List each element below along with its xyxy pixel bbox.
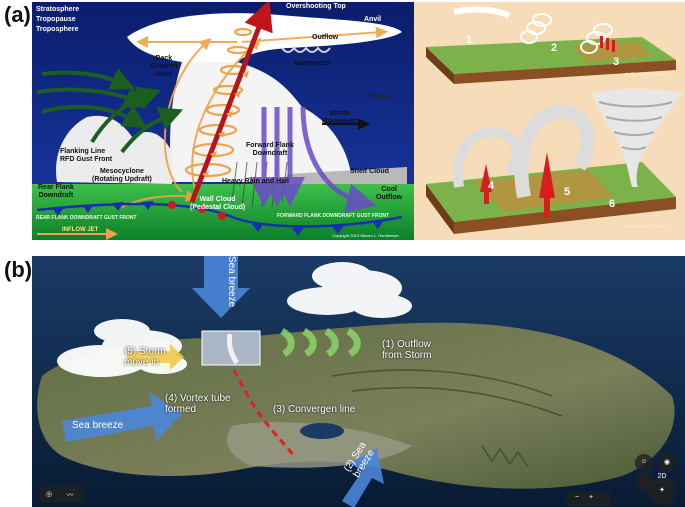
layer-troposphere: Troposphere — [36, 26, 79, 33]
stage-3-number: 3 — [613, 56, 620, 68]
label-anvil: Anvil — [364, 16, 382, 23]
supercell-illustration — [32, 2, 414, 240]
stage-5-number: 5 — [564, 186, 571, 198]
label-convergence-line: (3) Convergen line — [273, 404, 356, 415]
label-wall-cloud: Wall Cloud(Pedestal Cloud) — [190, 196, 246, 211]
map-compass-icon[interactable]: ✦ — [659, 487, 665, 494]
label-copyright: Copyright 2013 Steven L. Horstmeyer — [332, 233, 399, 238]
label-overshooting-top: Overshooting Top — [286, 3, 346, 10]
stage-4-number: 4 — [488, 180, 495, 192]
label-mesocyclone: Mesocyclone(Rotating Updraft) — [92, 168, 152, 183]
label-heavy-rain-hail: Heavy Rain and Hail — [222, 178, 289, 185]
tornado-stages-inset: 1 2 3 eloihzetfurling.com 4 5 6 eloihzet… — [414, 2, 685, 240]
label-inflow-jet: INFLOW JET — [62, 227, 99, 233]
map-2d-toggle[interactable]: 2D — [657, 473, 667, 480]
label-outflow: Outflow — [312, 34, 339, 41]
label-virga: VIRGA — [368, 94, 391, 101]
map-zoom-in-button[interactable]: + — [588, 494, 594, 501]
label-forward-flank-gust-front: FORWARD FLANK DOWNDRAFT GUST FRONT — [277, 213, 390, 219]
stage-6-number: 6 — [609, 198, 616, 210]
panel-a-label: (a) — [4, 2, 31, 27]
map-layers-icon[interactable]: ◎ — [45, 491, 53, 498]
tornado-stages-illustration — [426, 6, 682, 234]
label-shelf-cloud: Shelf Cloud — [350, 168, 389, 175]
label-rear-flank-gust-front: REAR FLANK DOWNDRAFT GUST FRONT — [36, 215, 137, 221]
layer-tropopause: Tropopause — [36, 16, 76, 23]
stage-1-number: 1 — [466, 34, 473, 46]
stage-2-number: 2 — [551, 42, 558, 54]
map-illustration — [32, 256, 685, 507]
layer-stratosphere: Stratosphere — [36, 6, 80, 13]
panel-b-label: (b) — [4, 257, 33, 282]
supercell-diagram: Stratosphere Tropopause Troposphere Over… — [32, 2, 414, 240]
map-eye-icon[interactable]: ◉ — [663, 459, 671, 466]
map-zoom-out-button[interactable]: − — [574, 494, 580, 501]
label-mammatus: Mammatus — [294, 60, 331, 67]
label-sea-breeze-left: Sea breeze — [72, 420, 124, 431]
map-street-view-icon[interactable]: ☺ — [640, 458, 648, 465]
watermark-bottom: eloihzetfurling.com — [624, 224, 666, 230]
map-terrain-icon[interactable]: 〰 — [66, 492, 74, 499]
watermark-top: eloihzetfurling.com — [624, 72, 666, 78]
label-sea-breeze-top: Sea breeze — [226, 256, 237, 308]
